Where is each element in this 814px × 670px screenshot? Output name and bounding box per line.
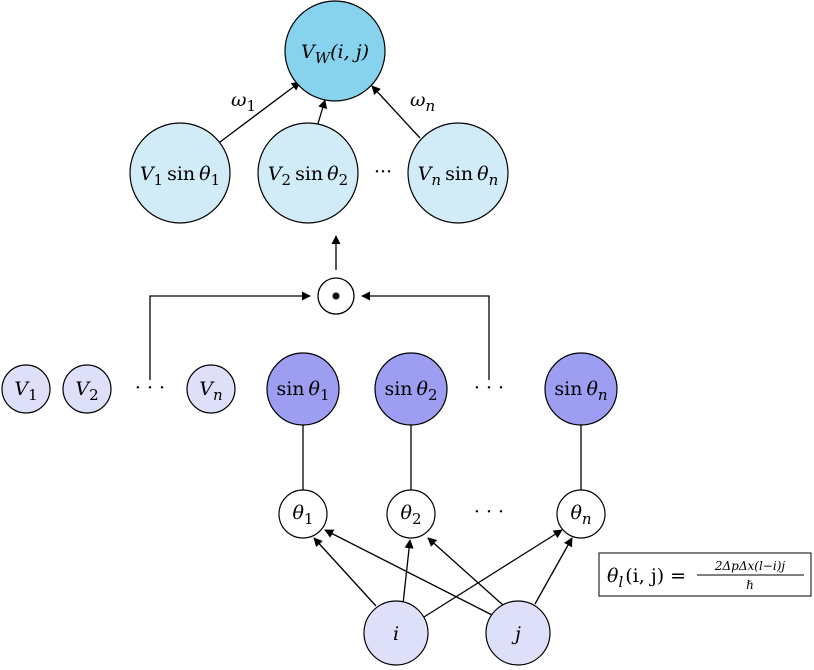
sin-node-dots: · · ·	[474, 377, 504, 399]
product-dots: ···	[374, 161, 392, 183]
weight-label-first: ω1	[231, 89, 256, 115]
v-input-node-1: V1	[1, 364, 51, 414]
theta-node-n-circle	[556, 489, 606, 539]
output-node: VW(i, j)	[284, 0, 386, 102]
edges	[149, 81, 586, 618]
edge-p2-output	[316, 99, 328, 128]
edge-j-thetan	[534, 537, 573, 605]
output-node-circle	[284, 0, 386, 102]
edge-v-to-operator	[149, 291, 311, 380]
edge-p1-output	[215, 81, 301, 146]
v-input-node-n-circle	[186, 364, 236, 414]
sin-node-n-circle	[544, 352, 618, 426]
theta-formula-frame	[598, 552, 812, 597]
theta-node-1-label: θ1	[293, 502, 314, 528]
theta-node-1-circle	[278, 489, 328, 539]
index-node-j-label: j	[511, 623, 521, 645]
edge-sin-to-operator	[361, 291, 490, 380]
v-input-node-1-circle	[1, 364, 51, 414]
theta-node-2-label: θ2	[401, 502, 422, 528]
v-input-node-2: V2	[62, 364, 112, 414]
theta-node-dots: · · ·	[474, 501, 504, 523]
theta-formula-lhs: θl(i, j) =	[607, 565, 686, 591]
theta-node-1: θ1	[278, 489, 328, 539]
theta-node-2: θ2	[386, 489, 436, 539]
theta-formula-box: θl(i, j) = 2ΔpΔx(l−i)j ℏ	[598, 552, 812, 597]
theta-formula-numerator: 2ΔpΔx(l−i)j	[714, 559, 786, 573]
v-input-dots: · · ·	[135, 377, 165, 399]
hadamard-operator-dot	[332, 292, 340, 300]
index-node-j-circle	[485, 600, 551, 666]
sin-node-1-circle	[266, 352, 340, 426]
theta-node-n-label: θn	[570, 502, 591, 528]
hadamard-operator-node	[317, 277, 355, 315]
v-input-node-n-label: Vn	[199, 378, 222, 404]
v-input-node-2-label: V2	[75, 378, 98, 404]
product-node-n-circle	[407, 122, 509, 224]
edge-i-thetan	[423, 529, 563, 618]
sin-node-2-circle	[374, 352, 448, 426]
edge-j-theta2	[427, 537, 505, 607]
v-input-node-2-circle	[62, 364, 112, 414]
weight-label-last: ωn	[410, 89, 435, 115]
edge-pn-output	[371, 85, 421, 139]
product-node-1-circle	[129, 122, 231, 224]
output-node-label: VW(i, j)	[301, 41, 369, 67]
product-node-2-circle	[257, 122, 359, 224]
edge-j-theta1	[324, 529, 497, 618]
v-input-node-1-label: V1	[14, 378, 37, 404]
v-input-node-n: Vn	[186, 364, 236, 414]
index-node-j: j	[485, 600, 551, 666]
theta-node-2-circle	[386, 489, 436, 539]
index-node-i-circle	[363, 600, 429, 666]
theta-formula-denominator: ℏ	[746, 578, 754, 592]
theta-node-n: θn	[556, 489, 606, 539]
index-node-i-label: i	[393, 623, 399, 645]
edge-i-theta1	[313, 537, 377, 607]
index-node-i: i	[363, 600, 429, 666]
